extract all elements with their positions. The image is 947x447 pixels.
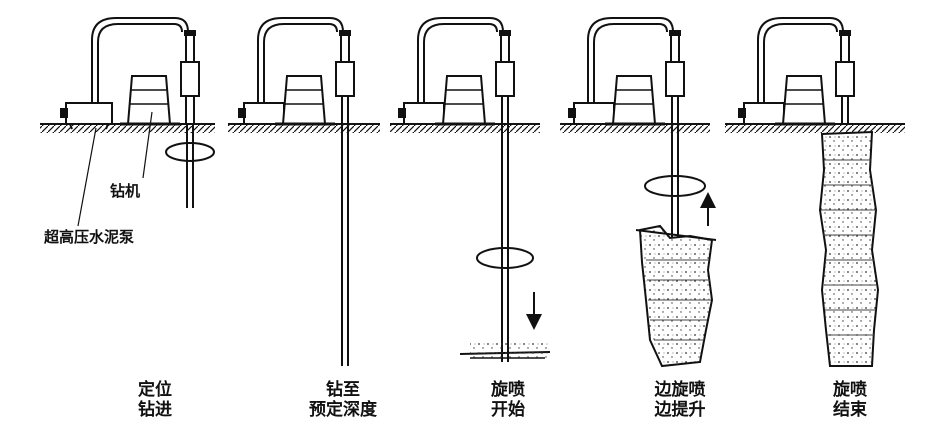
stage-4-scene	[560, 17, 717, 368]
grout-hose	[91, 17, 189, 104]
caption-line: 边提升	[654, 400, 706, 420]
ground-hatch	[40, 125, 215, 133]
drill-rig-label: 钻机	[110, 182, 141, 200]
pump-unit	[60, 102, 113, 130]
caption-line: 开始	[491, 400, 525, 420]
stage-1-caption: 定位 钻进	[95, 380, 215, 420]
stage-3-caption: 旋喷 开始	[448, 380, 568, 420]
drill-rod	[186, 124, 194, 208]
stage-1-scene	[40, 17, 215, 227]
jet-spray	[459, 340, 551, 359]
stage-4-caption: 边旋喷 边提升	[620, 380, 740, 420]
caption-line: 钻进	[138, 400, 172, 420]
rotation-arrow	[165, 142, 215, 162]
caption-line: 结束	[833, 400, 867, 420]
caption-line: 预定深度	[309, 400, 377, 420]
stage-2-caption: 钻至 预定深度	[283, 380, 403, 420]
stage-3-scene	[390, 17, 551, 362]
stage-5-caption: 旋喷 结束	[790, 380, 910, 420]
grout-column	[638, 224, 714, 368]
stage-5-scene	[725, 17, 905, 367]
rotation-arrow	[644, 175, 706, 197]
leader-drill-rig	[142, 111, 153, 179]
drill-rig-body	[120, 75, 180, 126]
pump-label: 超高压水泥泵	[44, 228, 135, 246]
grout-column	[818, 130, 880, 367]
stage-2-scene	[228, 17, 380, 366]
caption-line: 旋喷	[833, 380, 867, 400]
caption-line: 边旋喷	[654, 380, 706, 400]
leader-pump	[77, 127, 97, 227]
caption-line: 钻至	[326, 380, 360, 400]
caption-line: 定位	[138, 380, 172, 400]
caption-line: 旋喷	[491, 380, 525, 400]
rotation-arrow	[476, 247, 534, 269]
drill-tower	[180, 30, 200, 124]
